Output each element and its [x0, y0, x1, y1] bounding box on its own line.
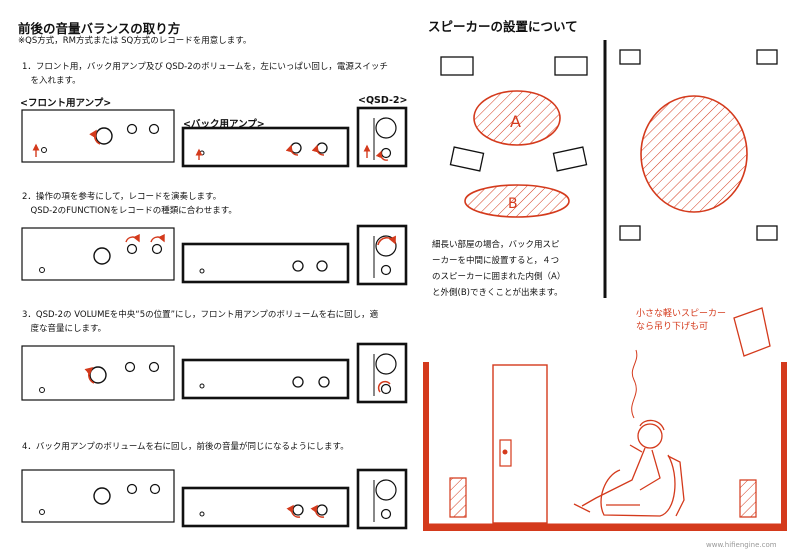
row-3-qsd: [356, 342, 408, 404]
speaker-section-title: スピーカーの設置について: [428, 19, 578, 34]
speaker-body-line-3: のスピーカーに囲まれた内側（A）: [432, 272, 566, 282]
zone-b-area: [464, 184, 570, 218]
row-2-front-amp: [21, 227, 175, 281]
hanging-note-line-2: なら吊り下げも可: [636, 322, 709, 332]
step-1-line-2: を入れます。: [22, 76, 81, 86]
listener-figure: [573, 419, 685, 517]
speaker-body-line-1: 細長い部屋の場合，バック用スピ: [432, 240, 560, 250]
speaker-mid-right: [552, 146, 588, 172]
speaker-body-line-2: ーカーを中間に設置すると，４つ: [432, 256, 560, 266]
step-3-line-1: 3．QSD-2の VOLUMEを中央“5の位置”にし，フロント用アンプのボリュー…: [22, 310, 379, 320]
back-amp-label: <バック用アンプ>: [183, 119, 265, 130]
row-3-back-amp: [181, 358, 350, 400]
speaker-body-line-4: と外側(B)できくことが出来ます。: [432, 288, 563, 298]
qsd-label: <QSD-2>: [358, 95, 408, 106]
square-room-layout: [619, 49, 778, 241]
door: [492, 364, 548, 524]
step-2-line-2: QSD-2のFUNCTIONをレコードの種類に合わせます。: [22, 206, 237, 216]
row-2-back-amp: [181, 242, 350, 284]
speaker-mid-left: [449, 146, 485, 172]
row-3-front-amp: [21, 345, 175, 401]
floor-speaker-right: [739, 479, 757, 518]
step-4-line-1: 4．バック用アンプのボリュームを右に回し，前後の音量が同じになるようにします。: [22, 442, 349, 452]
speaker-front-right: [554, 56, 588, 76]
front-amp-label: <フロント用アンプ>: [20, 98, 112, 109]
step-1-line-1: 1．フロント用，バック用アンプ及び QSD-2のボリュームを，左にいっぱい回し，…: [22, 62, 388, 72]
row-1-front-amp: [21, 109, 175, 163]
long-room-layout: [440, 56, 588, 218]
watermark: www.hifiengine.com: [706, 541, 777, 549]
row-2-qsd: [356, 224, 408, 286]
subtitle: ※QS方式，RM方式または SQ方式のレコードを用意します。: [18, 36, 252, 46]
row-1-back-amp: [181, 126, 350, 168]
floor-speaker-left: [449, 477, 467, 518]
hanging-note: 小さな軽いスピーカー なら吊り下げも可: [636, 308, 726, 334]
page-title: 前後の音量バランスの取り方: [18, 21, 181, 36]
row-4-back-amp: [181, 486, 350, 528]
row-1-qsd: [356, 106, 408, 168]
room-illustration: [423, 307, 787, 531]
step-3-line-2: 度な音量にします。: [22, 324, 107, 334]
step-2-line-1: 2．操作の項を参考にして，レコードを演奏します。: [22, 192, 222, 202]
hanging-speaker: [733, 307, 771, 357]
speaker-front-left: [440, 56, 474, 76]
row-4-qsd: [356, 468, 408, 530]
zone-a-area: [473, 90, 561, 146]
hanging-note-line-1: 小さな軽いスピーカー: [636, 309, 727, 319]
row-4-front-amp: [21, 469, 175, 523]
